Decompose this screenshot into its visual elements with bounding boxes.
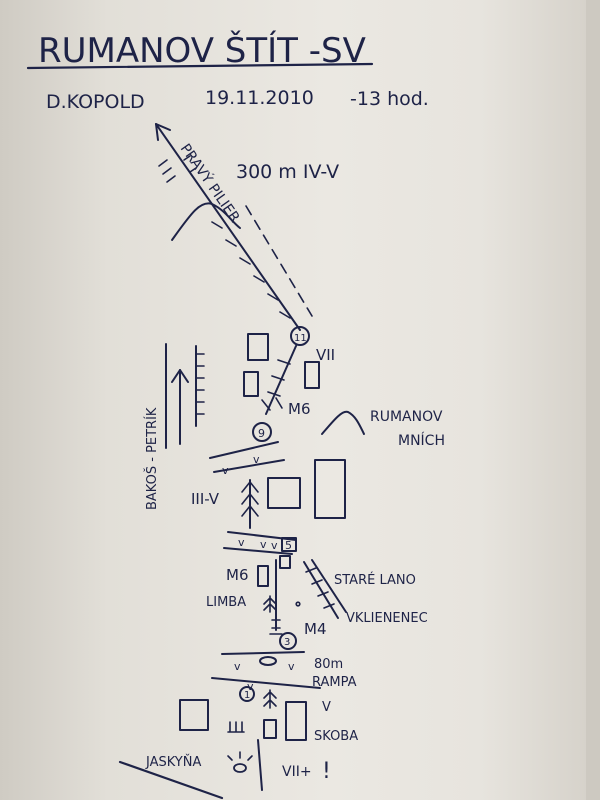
grade-vii-label: VII	[316, 346, 335, 364]
block-m6-lower	[257, 565, 269, 587]
belay-9-label: 9	[258, 427, 265, 440]
tree-icon-upper	[241, 481, 259, 517]
jaskyna-label: JASKYŇA	[145, 754, 201, 770]
bottom-grass-mark	[227, 721, 245, 733]
ground-line	[118, 760, 224, 800]
belay-11-label: 11	[294, 333, 307, 344]
ledge-5-mark-a: v	[238, 536, 245, 549]
start-line	[257, 739, 263, 791]
cave-rays	[227, 751, 253, 761]
ledge-9	[209, 441, 285, 473]
top-arrow-head	[155, 123, 171, 141]
grade-iii-v-label: III-V	[191, 490, 220, 508]
stare-lano-hatches	[305, 567, 335, 609]
author-name: D.KOPOLD	[46, 91, 145, 113]
belay-1-label: 1	[244, 690, 250, 701]
route-dashes-lower	[269, 619, 283, 635]
route-line-upper	[155, 123, 301, 331]
anchor-m4-label: M4	[304, 620, 327, 638]
grade-viiplus-label: VII+	[282, 764, 312, 780]
pillar-dashed-line	[245, 205, 313, 317]
ledge-3-mark-a: v	[234, 660, 241, 673]
ledge-5-mark-c: v	[271, 539, 278, 552]
ledge-9-mark-left: v	[222, 464, 229, 477]
block-tall	[314, 459, 346, 519]
bakos-petrik-label: BAKOŠ - PETRÍK	[144, 407, 160, 510]
top-fir-mark-right	[183, 155, 197, 173]
block-right	[304, 361, 320, 389]
rumanov-label: RUMANOV	[370, 409, 443, 425]
rampa-label: RAMPA	[312, 675, 357, 690]
top-fir-mark	[158, 159, 176, 183]
belay-1-circle	[239, 686, 255, 702]
mnich-outline	[321, 410, 365, 435]
block-bottom-small	[263, 719, 277, 739]
bakos-arrow-head	[171, 369, 189, 383]
limba-dot	[295, 601, 301, 607]
ridge-line	[171, 202, 241, 241]
route-hatches	[211, 221, 291, 319]
stare-lano-label: STARÉ LANO	[334, 572, 416, 588]
cave-icon	[233, 763, 247, 773]
ledge-3	[221, 651, 305, 655]
route-name-label: PRAVÝ PILIER	[177, 141, 244, 226]
block-bottom-right	[285, 701, 307, 741]
paper-fold	[586, 0, 600, 800]
belay-3-label: 3	[284, 637, 290, 648]
anchor-m6-upper: M6	[288, 400, 311, 418]
rampa-line	[211, 677, 321, 689]
belay-3-circle	[279, 632, 297, 650]
limba-label: LIMBA	[206, 595, 246, 610]
block-small	[279, 555, 291, 569]
belay-11-circle	[290, 326, 310, 346]
rampa-mark: v	[247, 680, 254, 693]
block-left-upper	[247, 333, 269, 361]
crack-hatches	[267, 359, 291, 397]
bakos-ticks	[195, 353, 205, 415]
belay-1-tree-icon	[263, 689, 277, 709]
block-left-lower	[243, 371, 259, 397]
belay-5-label: 5	[285, 539, 292, 552]
stare-lano-crack	[303, 559, 347, 619]
title-underline	[26, 62, 374, 70]
grade-v-label: V	[322, 700, 331, 715]
exclamation-mark: !	[322, 759, 331, 784]
ledge-9-mark: v	[253, 453, 260, 466]
climb-duration: -13 hod.	[350, 88, 429, 110]
mnich-label: MNÍCH	[398, 432, 445, 449]
climb-date: 19.11.2010	[205, 87, 314, 109]
belay-9-circle	[252, 422, 272, 442]
route-grade-label: 300 m IV-V	[236, 161, 339, 183]
ledge-3-hole	[259, 656, 277, 666]
ledge-3-mark-b: v	[288, 660, 295, 673]
crack-marks	[261, 397, 283, 411]
block-bottom-left	[179, 699, 209, 731]
vklienenec-label: VKLIENENEC	[346, 611, 428, 626]
block-middle	[267, 477, 301, 509]
belay-5-box	[281, 537, 297, 552]
ramp-length-label: 80m	[314, 657, 343, 672]
limba-tree-icon	[263, 595, 277, 613]
skoba-label: SKOBA	[314, 729, 358, 744]
ledge-5-mark-b: v	[260, 538, 267, 551]
anchor-m6-lower: M6	[226, 566, 249, 584]
route-line-middle	[265, 345, 297, 415]
